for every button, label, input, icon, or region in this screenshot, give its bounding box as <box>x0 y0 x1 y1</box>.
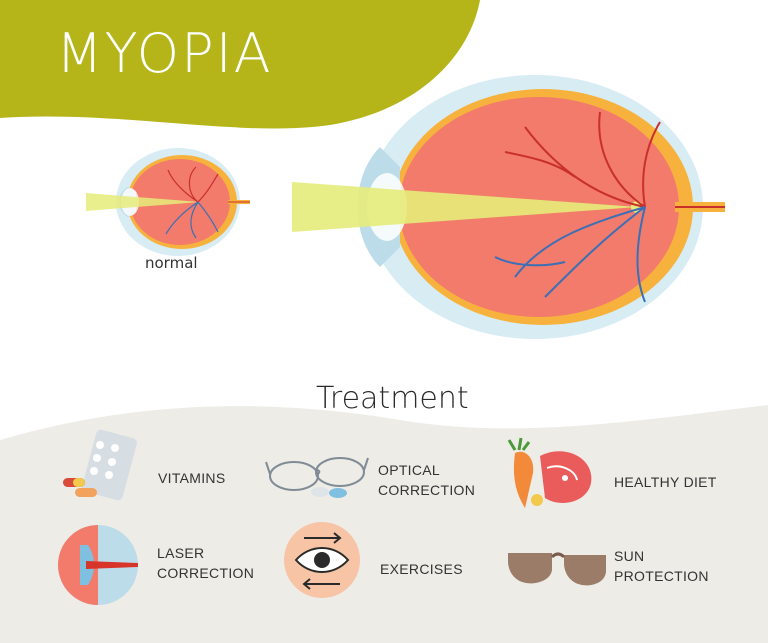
vitamins-icon <box>63 429 137 501</box>
treatment-label-laser-correction: LASER CORRECTION <box>157 545 255 581</box>
sunglasses-icon <box>508 552 606 586</box>
treatment-label-sun-protection: SUN PROTECTION <box>614 548 709 584</box>
normal-light-beam <box>86 193 200 211</box>
treatment-label-vitamins: VITAMINS <box>158 470 226 486</box>
treatment-label-exercises: EXERCISES <box>380 561 463 577</box>
treatment-label-healthy-diet: HEALTHY DIET <box>614 474 717 490</box>
eye-exercise-icon <box>284 522 360 598</box>
laser-eye-icon <box>58 525 138 605</box>
normal-eye-label: normal <box>145 254 198 272</box>
glasses-icon <box>265 457 369 491</box>
myopic-eye <box>292 75 725 339</box>
myopic-light-beam <box>292 182 637 232</box>
treatment-title: Treatment <box>316 381 469 416</box>
contact-lenses-icon <box>311 487 347 498</box>
normal-eye <box>86 148 250 256</box>
healthy-diet-icon <box>507 437 592 508</box>
treatment-label-optical-correction: OPTICAL CORRECTION <box>378 462 476 498</box>
page-title: MYOPIA <box>56 22 273 85</box>
title-banner <box>0 0 480 129</box>
